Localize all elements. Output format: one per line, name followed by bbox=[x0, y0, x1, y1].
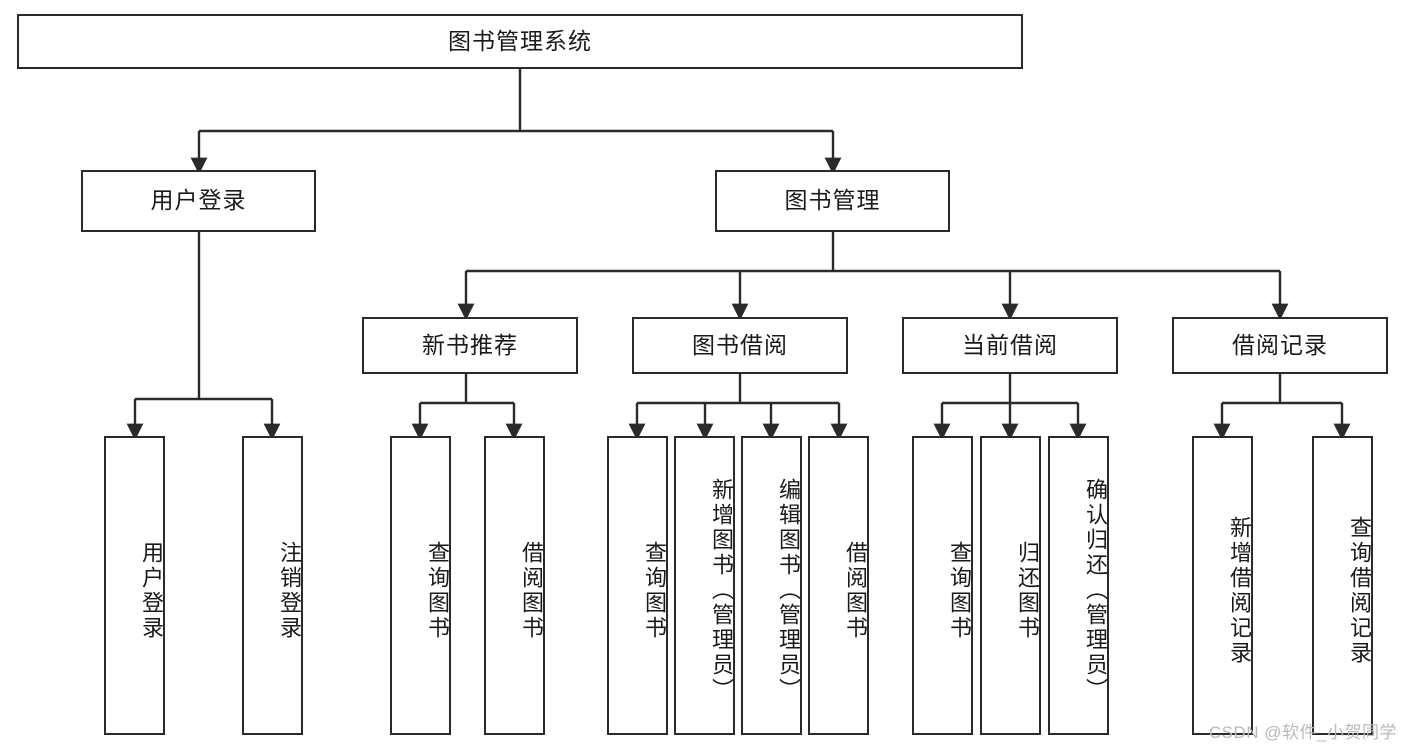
leaf-record-add-record[interactable]: 新增借阅记录 bbox=[1192, 436, 1253, 735]
node-book-management[interactable]: 图书管理 bbox=[715, 170, 950, 232]
node-label: 用户登录 bbox=[150, 187, 247, 214]
node-label: 新增图书（管理员） bbox=[709, 478, 734, 703]
node-label: 图书借阅 bbox=[692, 331, 788, 358]
node-current-borrow[interactable]: 当前借阅 bbox=[902, 317, 1118, 374]
node-label: 查询图书 bbox=[947, 540, 972, 641]
node-label: 编辑图书（管理员） bbox=[776, 478, 801, 703]
node-label: 图书管理 bbox=[784, 187, 881, 214]
leaf-current-return-book[interactable]: 归还图书 bbox=[980, 436, 1041, 735]
leaf-borrow-query-book[interactable]: 查询图书 bbox=[607, 436, 668, 735]
leaf-borrow-edit-book-admin[interactable]: 编辑图书（管理员） bbox=[741, 436, 802, 735]
node-label: 确认归还（管理员） bbox=[1083, 478, 1108, 703]
node-label: 借阅记录 bbox=[1232, 331, 1328, 358]
node-label: 查询借阅记录 bbox=[1347, 515, 1372, 666]
leaf-user-login-signin[interactable]: 用户登录 bbox=[104, 436, 165, 735]
leaf-current-confirm-return-admin[interactable]: 确认归还（管理员） bbox=[1048, 436, 1109, 735]
leaf-borrow-borrow-book[interactable]: 借阅图书 bbox=[808, 436, 869, 735]
node-borrow-record[interactable]: 借阅记录 bbox=[1172, 317, 1388, 374]
leaf-new-book-query[interactable]: 查询图书 bbox=[390, 436, 451, 735]
node-label: 当前借阅 bbox=[962, 331, 1058, 358]
node-label: 新书推荐 bbox=[422, 331, 518, 358]
node-book-borrow[interactable]: 图书借阅 bbox=[632, 317, 848, 374]
node-label: 归还图书 bbox=[1015, 540, 1040, 641]
node-root-system[interactable]: 图书管理系统 bbox=[17, 14, 1023, 69]
node-label: 借阅图书 bbox=[519, 540, 544, 641]
leaf-user-login-signout[interactable]: 注销登录 bbox=[242, 436, 303, 735]
node-label: 查询图书 bbox=[425, 540, 450, 641]
node-new-book-recommend[interactable]: 新书推荐 bbox=[362, 317, 578, 374]
node-label: 用户登录 bbox=[139, 540, 164, 641]
leaf-new-book-borrow[interactable]: 借阅图书 bbox=[484, 436, 545, 735]
node-user-login[interactable]: 用户登录 bbox=[81, 170, 316, 232]
node-label: 注销登录 bbox=[277, 540, 302, 641]
leaf-current-query-book[interactable]: 查询图书 bbox=[912, 436, 973, 735]
leaf-record-query-record[interactable]: 查询借阅记录 bbox=[1312, 436, 1373, 735]
node-label: 借阅图书 bbox=[843, 540, 868, 641]
node-label: 查询图书 bbox=[642, 540, 667, 641]
node-label: 图书管理系统 bbox=[448, 27, 592, 54]
node-label: 新增借阅记录 bbox=[1227, 515, 1252, 666]
leaf-borrow-add-book-admin[interactable]: 新增图书（管理员） bbox=[674, 436, 735, 735]
